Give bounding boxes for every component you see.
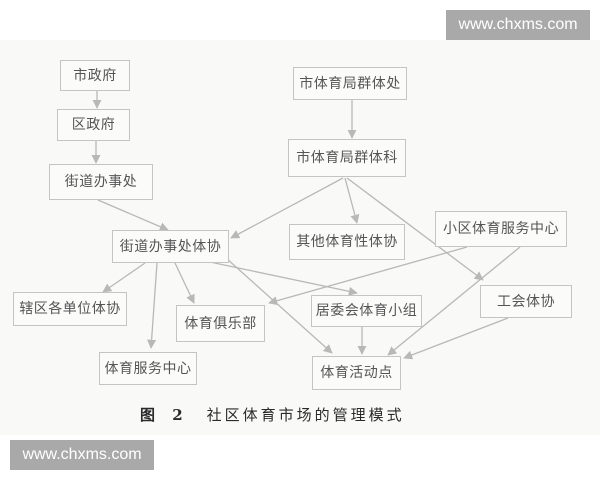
figure-number: 图 2 [140, 405, 189, 424]
watermark-bottom-left: www.chxms.com [10, 440, 154, 470]
edge-street-assoc-to-neighborhood [209, 261, 358, 296]
node-street-office-sports-assoc: 街道办事处体协 [112, 230, 229, 263]
node-neighborhood-committee-sports-group: 居委会体育小组 [311, 295, 422, 327]
edge-section-to-other-assoc [344, 177, 360, 224]
edge-community-center-to-club [268, 246, 468, 306]
node-sports-activity-point: 体育活动点 [312, 356, 401, 390]
node-sports-service-center: 体育服务中心 [99, 352, 197, 385]
node-city-sports-bureau-mass-dept: 市体育局群体处 [293, 67, 407, 100]
edge-trade-union-to-activity-point [403, 317, 509, 360]
node-street-office: 街道办事处 [49, 164, 153, 200]
node-city-government: 市政府 [60, 60, 130, 91]
edge-street-assoc-to-activity-point [225, 257, 333, 354]
edge-section-to-trade-union [346, 177, 484, 281]
node-trade-union-sports-assoc: 工会体协 [480, 285, 572, 318]
node-sports-club: 体育俱乐部 [176, 305, 265, 342]
node-city-sports-bureau-mass-section: 市体育局群体科 [288, 139, 406, 177]
edge-section-to-street-assoc [230, 177, 344, 239]
edge-street-assoc-to-units [102, 262, 146, 293]
edge-street-assoc-to-service-center [147, 262, 158, 349]
figure-title: 社区体育市场的管理模式 [206, 405, 405, 424]
node-district-units-sports-assoc: 辖区各单位体协 [13, 292, 127, 326]
figure-caption: 图 2 社区体育市场的管理模式 [140, 402, 480, 426]
node-community-sports-service-center: 小区体育服务中心 [435, 211, 567, 247]
edge-street-to-street-assoc [97, 199, 169, 231]
edge-community-center-to-activity-point [387, 246, 521, 356]
node-district-government: 区政府 [57, 109, 130, 141]
node-other-sports-assoc: 其他体育性体协 [289, 224, 405, 260]
edge-street-assoc-to-club [174, 262, 195, 304]
watermark-top-right: www.chxms.com [446, 10, 590, 40]
